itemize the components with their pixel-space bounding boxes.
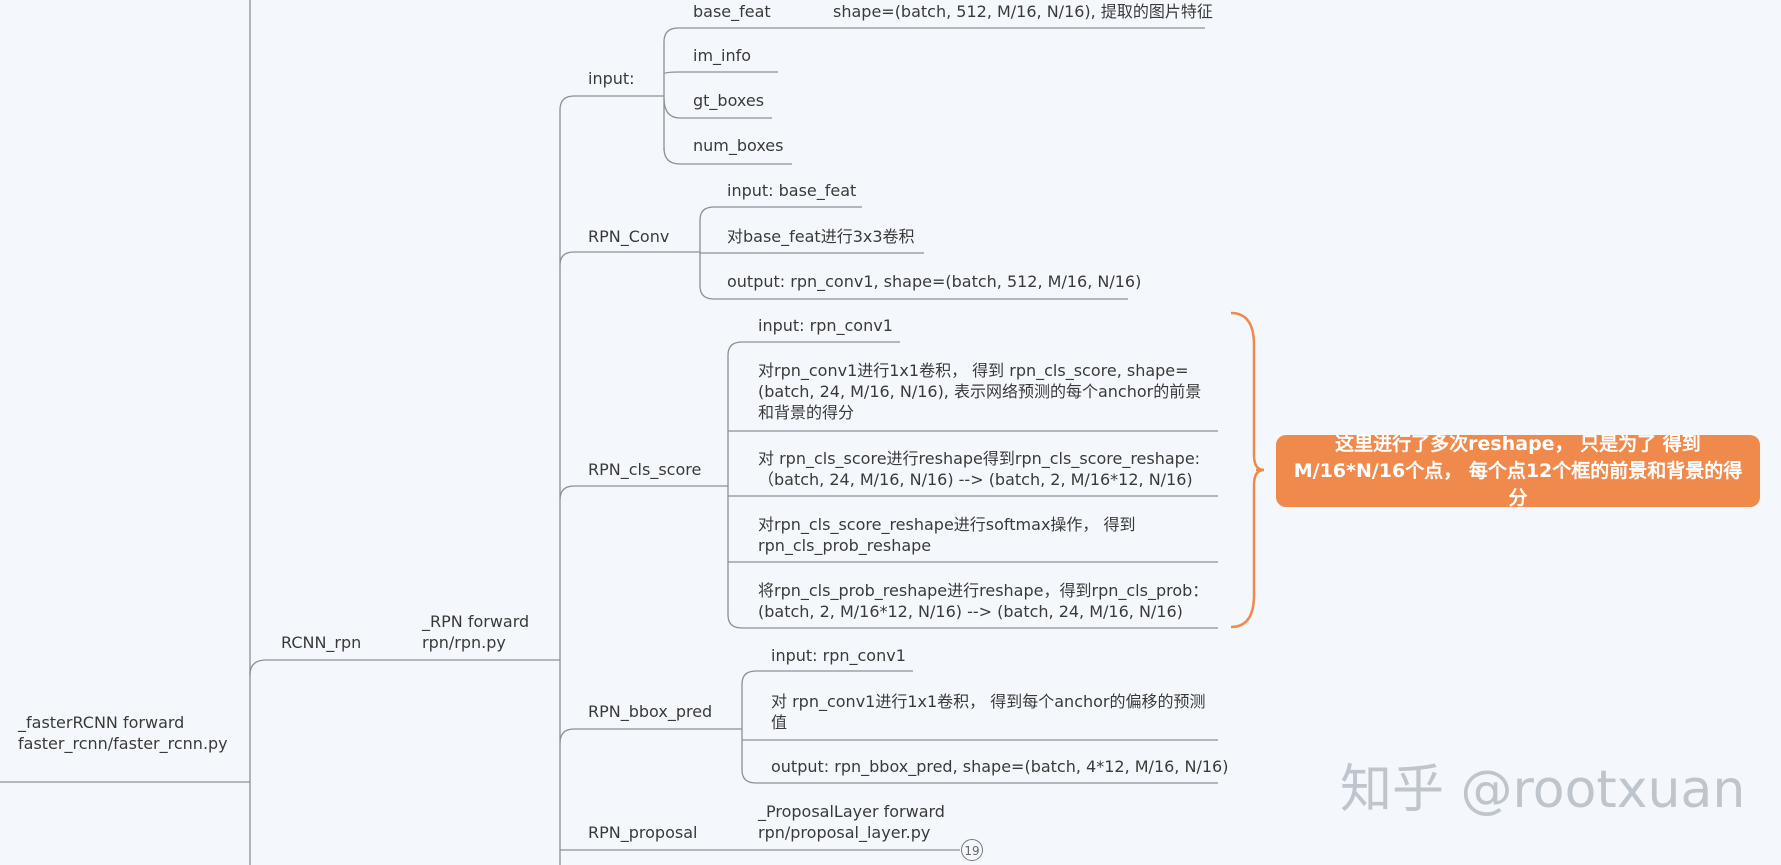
root-node-line1[interactable]: _fasterRCNN forward	[18, 713, 185, 732]
rpn-conv-item-output[interactable]: output: rpn_conv1, shape=(batch, 512, M/…	[727, 272, 1142, 291]
root-node-line2[interactable]: faster_rcnn/faster_rcnn.py	[18, 734, 228, 753]
input-item-im-info[interactable]: im_info	[693, 46, 752, 65]
rpn-bbox-item-output[interactable]: output: rpn_bbox_pred, shape=(batch, 4*1…	[771, 757, 1229, 776]
input-item-gt-boxes[interactable]: gt_boxes	[693, 91, 765, 110]
input-item-num-boxes[interactable]: num_boxes	[693, 136, 784, 155]
rpn-conv-node[interactable]: RPN_Conv	[588, 227, 670, 246]
rpn-cls-score-node[interactable]: RPN_cls_score	[588, 460, 702, 479]
input-item-base-feat[interactable]: base_feat	[693, 2, 771, 21]
rpn-conv-item-op[interactable]: 对base_feat进行3x3卷积	[727, 227, 915, 246]
rpn-forward-line1[interactable]: _RPN forward	[422, 612, 530, 631]
input-node[interactable]: input:	[588, 69, 635, 88]
rpn-cls-item-softmax[interactable]: 对rpn_cls_score_reshape进行softmax操作， 得到rpn…	[758, 515, 1136, 555]
rpn-cls-item-input[interactable]: input: rpn_conv1	[758, 316, 893, 335]
rpn-forward-line2[interactable]: rpn/rpn.py	[422, 633, 506, 652]
rpn-proposal-node[interactable]: RPN_proposal	[588, 823, 698, 842]
trunk-vertical-2	[559, 95, 664, 111]
watermark: 知乎 @rootxuan	[1340, 760, 1746, 820]
proposal-layer-line2[interactable]: rpn/proposal_layer.py	[758, 823, 931, 842]
rpn-bbox-item-conv[interactable]: 对 rpn_conv1进行1x1卷积， 得到每个anchor的偏移的预测值	[771, 692, 1206, 732]
rcnn-rpn-node[interactable]: RCNN_rpn	[281, 633, 362, 652]
rcnn-rpn-connector	[249, 659, 560, 676]
rpn-conv-item-input[interactable]: input: base_feat	[727, 181, 857, 200]
rpn-cls-item-conv[interactable]: 对rpn_conv1进行1x1卷积， 得到 rpn_cls_score, sha…	[758, 361, 1202, 422]
rpn-bbox-pred-node[interactable]: RPN_bbox_pred	[588, 702, 713, 721]
base-feat-note: shape=(batch, 512, M/16, N/16), 提取的图片特征	[833, 2, 1213, 21]
rpn-cls-item-reshape-back[interactable]: 将rpn_cls_prob_reshape进行reshape，得到rpn_cls…	[758, 581, 1209, 621]
callout-note[interactable]: 这里进行了多次reshape， 只是为了 得到M/16*N/16个点， 每个点1…	[1276, 433, 1760, 509]
rpn-cls-item-reshape[interactable]: 对 rpn_cls_score进行reshape得到rpn_cls_score_…	[758, 449, 1201, 489]
proposal-layer-line1[interactable]: _ProposalLayer forward	[758, 802, 945, 821]
rpn-bbox-item-input[interactable]: input: rpn_conv1	[771, 646, 906, 665]
collapsed-children-badge[interactable]: 19	[961, 839, 983, 861]
